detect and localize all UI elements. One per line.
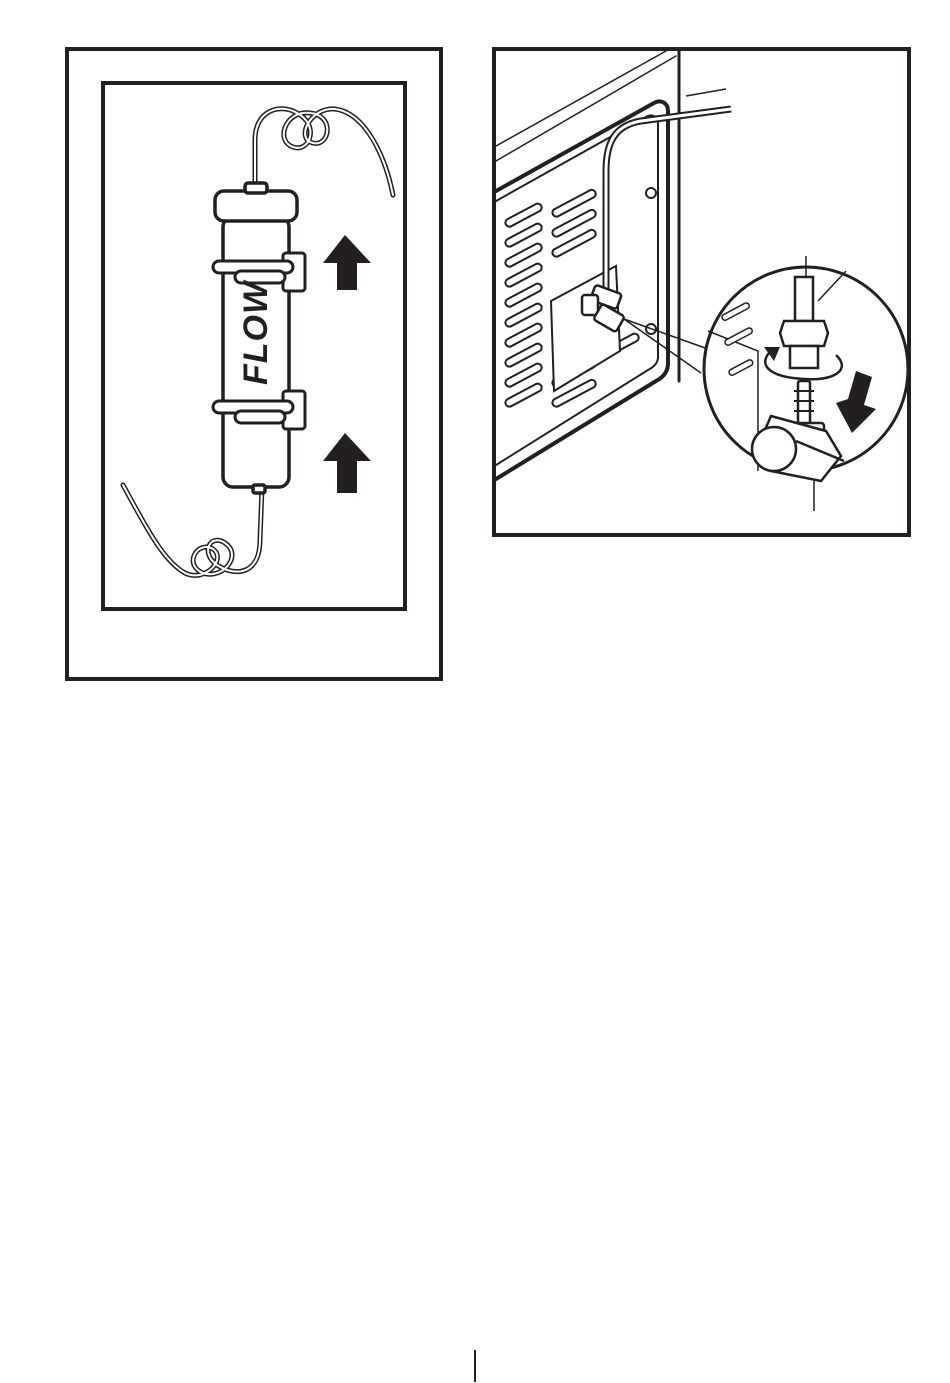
cartridge-cap [215, 191, 297, 221]
filter-figure-frame: FLOW [65, 47, 443, 681]
hex-nut [780, 321, 828, 346]
filter-figure-panel: FLOW [101, 81, 407, 611]
flow-direction-arrows [323, 235, 371, 493]
connection-illustration [496, 51, 907, 533]
filter-illustration: FLOW [105, 85, 403, 607]
connection-figure-frame [492, 47, 911, 537]
inlet-tube [255, 109, 393, 195]
detail-magnifier [704, 256, 907, 511]
flow-label: FLOW [237, 279, 275, 385]
arrow-up-icon [323, 235, 371, 290]
page-footer-rule [474, 1350, 476, 1382]
arrow-up-icon [323, 433, 371, 493]
